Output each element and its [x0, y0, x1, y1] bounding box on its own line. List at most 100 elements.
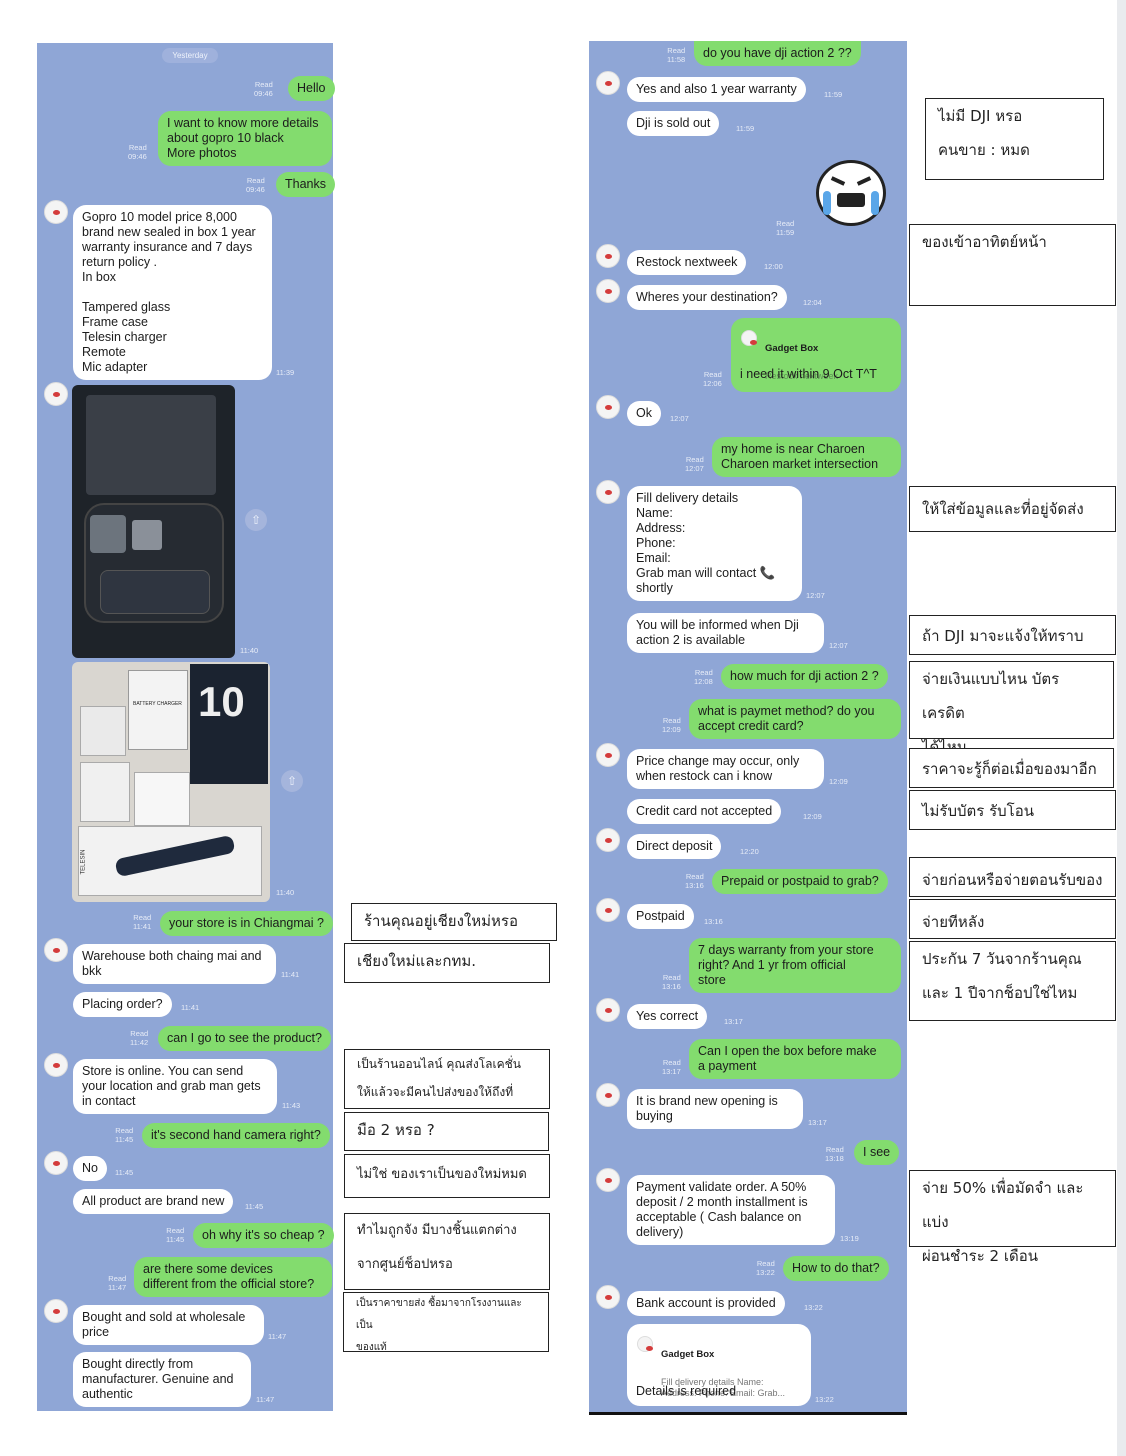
message-out[interactable]: Can I open the box before make a payment [689, 1039, 901, 1079]
quoted-message: Gadget Box Fill delivery details Name: A… [661, 1349, 786, 1398]
annotation-note: เป็นราคาขายส่ง ซื้อมาจากโรงงานและเป็น ขอ… [343, 1292, 549, 1353]
message-out[interactable]: what is paymet method? do you accept cre… [689, 699, 901, 739]
read-receipt: Read 09:46 [128, 143, 147, 161]
message-out[interactable]: can I go to see the product? [158, 1026, 331, 1051]
annotation-note: ราคาจะรู้ก็ต่อเมื่อของมาอีกที [909, 748, 1114, 818]
message-out[interactable]: How to do that? [783, 1256, 889, 1281]
message-in[interactable]: Fill delivery details Name: Address: Pho… [627, 486, 802, 601]
message-time: 11:47 [256, 1395, 275, 1404]
seller-avatar[interactable] [596, 480, 620, 504]
quoted-message: Gadget Box Restock nextweek [765, 343, 839, 381]
message-out[interactable]: your store is in Chiangmai ? [160, 911, 333, 936]
message-in-reply[interactable]: Gadget Box Fill delivery details Name: A… [627, 1324, 811, 1406]
message-in[interactable]: Warehouse both chaing mai and bkk [73, 944, 276, 984]
message-in[interactable]: Dji is sold out [627, 111, 720, 136]
message-in[interactable]: You will be informed when Dji action 2 i… [627, 613, 824, 653]
message-in[interactable]: Bought directly from manufacturer. Genui… [73, 1352, 251, 1407]
seller-avatar[interactable] [44, 382, 68, 406]
annotation-note: จ่ายเงินแบบไหน บัตรเครดิต ได้ไหม [909, 661, 1114, 756]
share-icon[interactable]: ⇧ [245, 509, 267, 531]
message-out[interactable]: Thanks [276, 172, 335, 197]
seller-avatar[interactable] [596, 71, 620, 95]
message-out[interactable]: I see [854, 1140, 900, 1165]
annotation-note: มือ 2 หรอ ? [344, 1112, 549, 1151]
seller-avatar[interactable] [596, 279, 620, 303]
message-in[interactable]: Yes correct [627, 1004, 708, 1029]
message-time: 13:22 [804, 1303, 823, 1312]
message-in[interactable]: Price change may occur, only when restoc… [627, 749, 824, 789]
message-in[interactable]: Payment validate order. A 50% deposit / … [627, 1175, 835, 1245]
accessory-box [80, 706, 126, 756]
message-time: 11:45 [245, 1202, 264, 1211]
message-in[interactable]: Postpaid [627, 904, 694, 929]
seller-avatar[interactable] [44, 938, 68, 962]
message-time: 11:43 [282, 1101, 301, 1110]
seller-avatar[interactable] [596, 395, 620, 419]
annotation-note: ไม่มี DJI หรอ คนขาย : หมด [925, 98, 1104, 180]
seller-avatar[interactable] [596, 998, 620, 1022]
message-in[interactable]: No [73, 1156, 107, 1181]
message-out-reply[interactable]: Gadget Box Restock nextweek i need it wi… [731, 318, 901, 392]
message-time: 11:41 [281, 970, 300, 979]
message-in[interactable]: Direct deposit [627, 834, 722, 859]
message-out[interactable]: my home is near Charoen Charoen market i… [712, 437, 901, 477]
message-out[interactable]: are there some devices different from th… [134, 1257, 332, 1297]
seller-avatar[interactable] [596, 1285, 620, 1309]
message-in[interactable]: Store is online. You can send your locat… [73, 1059, 277, 1114]
read-receipt: Read 11:45 [115, 1126, 134, 1144]
message-in[interactable]: Bank account is provided [627, 1291, 785, 1316]
product-photo-box[interactable]: 10 BATTERY CHARGER TELESIN [72, 662, 270, 902]
seller-avatar[interactable] [44, 1151, 68, 1175]
message-in[interactable]: Yes and also 1 year warranty [627, 77, 806, 102]
message-in[interactable]: All product are brand new [73, 1189, 234, 1214]
read-receipt: Read 11:42 [130, 1029, 149, 1047]
reply-text: Details is required [636, 1384, 737, 1398]
read-receipt: Read 09:46 [246, 176, 265, 194]
message-in[interactable]: Ok [627, 401, 661, 426]
message-time: 12:07 [670, 414, 689, 423]
message-in[interactable]: Restock nextweek [627, 250, 747, 275]
annotation-note: ให้ใส่ข้อมูลและที่อยู่จัดส่ง [909, 486, 1116, 532]
seller-avatar[interactable] [44, 200, 68, 224]
message-time: 12:20 [740, 847, 759, 856]
message-out[interactable]: do you have dji action 2 ?? [694, 41, 861, 66]
message-time: 12:07 [829, 641, 848, 650]
sticker-crying-icon[interactable] [816, 160, 886, 226]
read-receipt: Read 09:46 [254, 80, 273, 98]
annotation-note: จ่ายทีหลัง [909, 899, 1116, 939]
message-out[interactable]: oh why it's so cheap ? [193, 1223, 334, 1248]
message-in[interactable]: Gopro 10 model price 8,000 brand new sea… [73, 205, 272, 380]
seller-avatar[interactable] [44, 1053, 68, 1077]
message-out[interactable]: it's second hand camera right? [142, 1123, 330, 1148]
message-in[interactable]: Wheres your destination? [627, 285, 787, 310]
read-receipt: Read 11:45 [166, 1226, 185, 1244]
message-out[interactable]: Hello [288, 76, 335, 101]
seller-avatar[interactable] [596, 828, 620, 852]
seller-avatar[interactable] [596, 1168, 620, 1192]
message-in[interactable]: Bought and sold at wholesale price [73, 1305, 264, 1345]
read-receipt: Read 12:07 [685, 455, 704, 473]
seller-avatar[interactable] [596, 244, 620, 268]
annotation-note: จ่ายก่อนหรือจ่ายตอนรับของ [909, 857, 1116, 897]
message-out[interactable]: Prepaid or postpaid to grab? [712, 869, 888, 894]
seller-avatar[interactable] [596, 898, 620, 922]
annotation-note: ของเข้าอาทิตย์หน้า [909, 224, 1116, 306]
seller-avatar[interactable] [44, 1299, 68, 1323]
message-time: 11:40 [240, 646, 259, 655]
message-time: 11:59 [824, 90, 843, 99]
message-in[interactable]: It is brand new opening is buying [627, 1089, 803, 1129]
message-in[interactable]: Credit card not accepted [627, 799, 782, 824]
read-receipt: Read 11:59 [776, 219, 795, 237]
message-time: 11:39 [276, 368, 295, 377]
message-out[interactable]: 7 days warranty from your store right? A… [689, 938, 901, 993]
message-out[interactable]: I want to know more details about gopro … [158, 111, 332, 166]
message-out[interactable]: how much for dji action 2 ? [721, 664, 888, 689]
share-icon[interactable]: ⇧ [281, 770, 303, 792]
read-receipt: Read 13:18 [825, 1145, 844, 1163]
message-in[interactable]: Placing order? [73, 992, 172, 1017]
seller-avatar[interactable] [596, 743, 620, 767]
product-photo-case[interactable] [72, 385, 235, 658]
seller-avatar[interactable] [596, 1083, 620, 1107]
message-time: 12:00 [764, 262, 783, 271]
annotation-note: ทำไมถูกจัง มีบางชิ้นแตกต่าง จากศูนย์ช็อป… [344, 1213, 550, 1290]
